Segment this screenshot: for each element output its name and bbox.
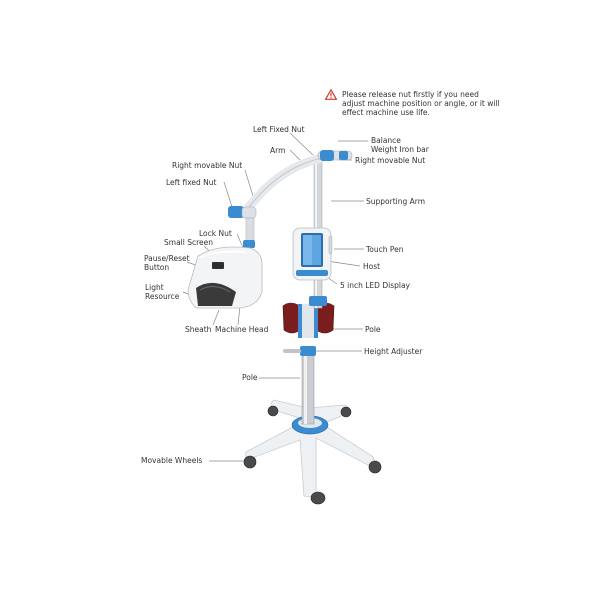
label-height-adjuster: Height Adjuster — [364, 347, 423, 356]
label-left-fixed-nut-left: Left fixed Nut — [166, 178, 217, 187]
host-unit — [292, 227, 333, 281]
label-supporting-arm: Supporting Arm — [366, 197, 426, 206]
label-host: Host — [363, 262, 381, 271]
machine-head — [187, 246, 263, 309]
lower-pole — [301, 351, 315, 425]
warning-notice: Please release nut firstly if you need a… — [342, 90, 500, 117]
right-movable-nut-top — [320, 150, 334, 161]
label-lock-nut: Lock Nut — [199, 229, 232, 238]
label-movable-wheels: Movable Wheels — [141, 456, 203, 465]
label-pole-right: Pole — [365, 325, 381, 334]
label-machine-head: Machine Head — [215, 325, 269, 334]
label-left-fixed-nut-top: Left Fixed Nut — [253, 125, 305, 134]
small-screen — [212, 262, 224, 269]
label-right-movable-nut-right: Right movable Nut — [355, 156, 426, 165]
wheel-right — [368, 460, 382, 474]
label-sheath: Sheath — [185, 325, 212, 334]
arm — [239, 153, 327, 219]
left-fixed-nut-top — [339, 151, 348, 160]
label-arm: Arm — [270, 146, 286, 155]
wheel-back-right — [340, 406, 352, 418]
height-adjuster — [300, 346, 316, 356]
label-touch-pen: Touch Pen — [366, 245, 404, 254]
warning-triangle-icon — [325, 89, 337, 100]
pen-holder — [282, 302, 335, 338]
wheels — [243, 405, 382, 505]
wheel-left — [243, 455, 257, 469]
wheel-front — [310, 491, 326, 505]
touch-pen — [328, 235, 333, 255]
label-balance-line2: Weight Iron bar — [371, 145, 429, 154]
label-pole-left: Pole — [242, 373, 258, 382]
label-right-movable-nut-left: Right movable Nut — [172, 161, 243, 170]
lock-nut — [243, 240, 255, 248]
label-light-line2: Resource — [145, 292, 180, 301]
label-balance-line1: Balance — [371, 136, 401, 145]
right-movable-nut-left — [228, 206, 244, 218]
label-pause-line2: Button — [144, 263, 170, 272]
label-small-screen: Small Screen — [164, 238, 213, 247]
wheel-back-left — [267, 405, 279, 417]
label-led-display: 5 inch LED Display — [340, 281, 410, 290]
label-pause-line1: Pause/Reset — [144, 254, 190, 263]
label-light-line1: Light — [145, 283, 164, 292]
